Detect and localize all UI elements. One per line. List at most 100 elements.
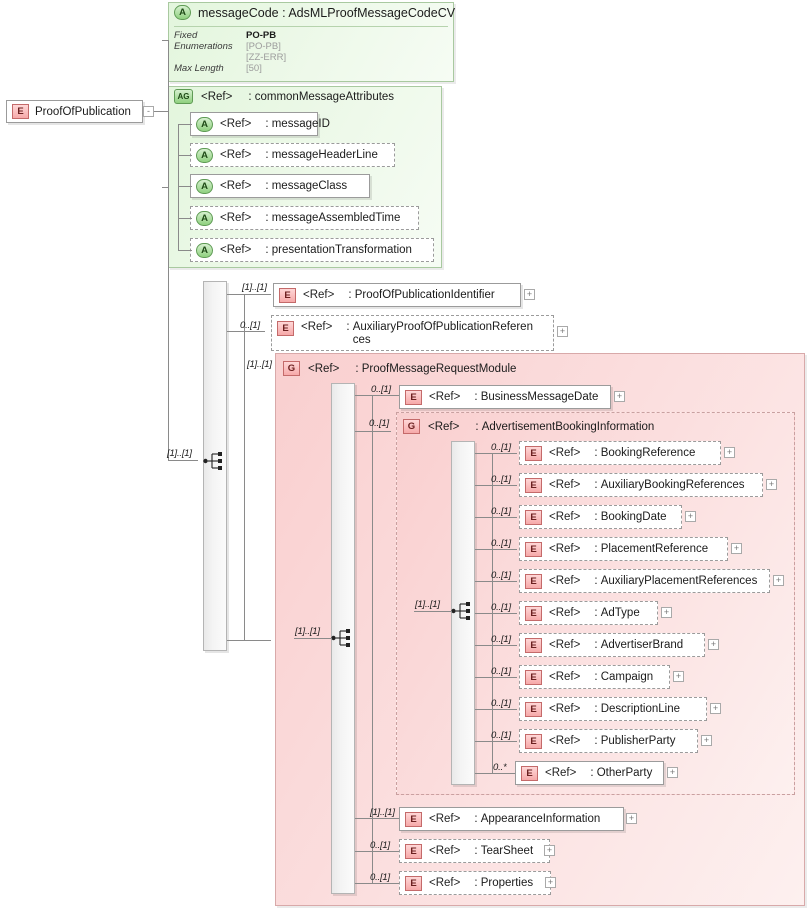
element-icon: E (525, 573, 542, 589)
element-icon: E (405, 389, 422, 405)
messagecode-title: A messageCode : AdsMLProofMessageCodeCV (174, 5, 455, 20)
title-proofmessagerequestmodule[interactable]: G <Ref> : ProofMessageRequestModule (283, 361, 516, 376)
expand-placementreference[interactable]: + (731, 543, 742, 554)
node-colon: : (474, 813, 481, 825)
node-placementreference[interactable]: E <Ref> : PlacementReference (519, 537, 728, 561)
sequence-compositor-level1[interactable] (203, 451, 225, 471)
node-publisherparty[interactable]: E <Ref> : PublisherParty (519, 729, 698, 753)
node-bookingreference[interactable]: E <Ref> : BookingReference (519, 441, 721, 465)
node-proofofpublicationidentifier[interactable]: E <Ref> : ProofOfPublicationIdentifier (273, 283, 521, 307)
node-adtype[interactable]: E <Ref> : AdType (519, 601, 658, 625)
level1-tree-branch (227, 331, 265, 332)
node-auxiliaryplacementreferences[interactable]: E <Ref> : AuxiliaryPlacementReferences (519, 569, 770, 593)
node-ref: <Ref> (549, 511, 581, 523)
node-businessmessagedate[interactable]: E <Ref> : BusinessMessageDate (399, 385, 611, 409)
attribute-group-title: AG <Ref> : commonMessageAttributes (174, 89, 394, 104)
node-colon: : (594, 607, 601, 619)
node-colon: : (355, 362, 362, 375)
level3-tree-branch (475, 773, 517, 774)
node-name: ProofOfPublicationIdentifier (354, 289, 495, 301)
expand-campaign[interactable]: + (673, 671, 684, 682)
cardinality-auxiliaryproofofpublicationreferences: 0..[1] (240, 320, 260, 331)
expand-auxiliarybookingreferences[interactable]: + (766, 479, 777, 490)
expand-auxiliaryproofofpublicationreferences[interactable]: + (557, 326, 568, 337)
node-colon: : (594, 639, 601, 651)
facet-row: Fixed PO-PB (174, 30, 286, 41)
node-colon: : (594, 447, 601, 459)
attribute-group-icon: AG (174, 89, 193, 104)
node-ref: <Ref> (549, 639, 581, 651)
root-node-proofofpublication[interactable]: E ProofOfPublication (6, 100, 143, 123)
cardinality-auxiliaryplacementreferences: 0..[1] (491, 570, 511, 581)
cardinality-proofmessagerequestmodule: [1]..[1] (247, 359, 272, 370)
expand-otherparty[interactable]: + (667, 767, 678, 778)
level3-tree-branch (475, 645, 517, 646)
attribute-group-ref: <Ref> (201, 90, 233, 103)
expand-descriptionline[interactable]: + (710, 703, 721, 714)
element-icon: E (12, 104, 29, 119)
root-branch-to-attrgroup (162, 187, 168, 188)
expand-appearanceinformation[interactable]: + (626, 813, 637, 824)
attrgroup-tree-trunk (178, 124, 179, 250)
sequence-bar-level3[interactable] (451, 441, 475, 785)
element-icon: E (525, 509, 542, 525)
node-descriptionline[interactable]: E <Ref> : DescriptionLine (519, 697, 707, 721)
node-appearanceinformation[interactable]: E <Ref> : AppearanceInformation (399, 807, 624, 831)
node-colon: : (594, 735, 601, 747)
sequence-bar-level1[interactable] (203, 281, 227, 651)
node-colon: : (590, 767, 597, 779)
expand-auxiliaryplacementreferences[interactable]: + (773, 575, 784, 586)
title-advertisementbookinginformation[interactable]: G <Ref> : AdvertisementBookingInformatio… (403, 419, 654, 434)
expand-proofofpublicationidentifier[interactable]: + (524, 289, 535, 300)
sequence-compositor-level3[interactable] (451, 601, 473, 621)
cardinality-root-sequence: [1]..[1] (167, 448, 192, 459)
node-ref: <Ref> (549, 575, 581, 587)
node-colon: : (594, 671, 601, 683)
element-icon: E (525, 669, 542, 685)
group-icon: G (283, 361, 300, 376)
node-name: ProofMessageRequestModule (361, 362, 517, 375)
node-ref: <Ref> (428, 420, 460, 433)
node-name-line2: ces (352, 334, 371, 346)
attribute-node-presentationtransformation[interactable]: A <Ref> : presentationTransformation (190, 238, 434, 262)
expand-advertiserbrand[interactable]: + (708, 639, 719, 650)
level3-tree-branch (475, 453, 517, 454)
node-ref: <Ref> (549, 543, 581, 555)
node-auxiliaryproofofpublicationreferences[interactable]: E <Ref> : AuxiliaryProofOfPublicationRef… (271, 315, 554, 351)
attribute-icon: A (196, 147, 213, 163)
node-tearsheet[interactable]: E <Ref> : TearSheet (399, 839, 550, 863)
element-icon: E (525, 477, 542, 493)
level2-tree-branch (355, 818, 399, 819)
node-properties[interactable]: E <Ref> : Properties (399, 871, 551, 895)
node-name: PlacementReference (600, 543, 709, 555)
node-otherparty[interactable]: E <Ref> : OtherParty (515, 761, 664, 785)
facet-value: PO-PB (246, 30, 277, 41)
node-advertiserbrand[interactable]: E <Ref> : AdvertiserBrand (519, 633, 705, 657)
attribute-node-messageid[interactable]: A <Ref> : messageID (190, 112, 330, 136)
expand-tearsheet[interactable]: + (544, 845, 555, 856)
root-collapse-toggle[interactable]: - (143, 106, 154, 117)
expand-adtype[interactable]: + (661, 607, 672, 618)
expand-bookingdate[interactable]: + (685, 511, 696, 522)
attribute-node-messageclass[interactable]: A <Ref> : messageClass (190, 174, 370, 198)
cardinality-appearanceinformation: [1]..[1] (370, 807, 395, 818)
messagecode-divider (174, 26, 448, 27)
node-auxiliarybookingreferences[interactable]: E <Ref> : AuxiliaryBookingReferences (519, 473, 763, 497)
expand-properties[interactable]: + (545, 877, 556, 888)
expand-businessmessagedate[interactable]: + (614, 391, 625, 402)
node-name: OtherParty (596, 767, 653, 779)
expand-publisherparty[interactable]: + (701, 735, 712, 746)
node-campaign[interactable]: E <Ref> : Campaign (519, 665, 670, 689)
expand-bookingreference[interactable]: + (724, 447, 735, 458)
node-colon: : (265, 244, 272, 256)
level2-tree-branch (355, 431, 391, 432)
cardinality-tearsheet: 0..[1] (370, 840, 390, 851)
sequence-compositor-level2[interactable] (331, 628, 353, 648)
node-ref: <Ref> (308, 362, 340, 375)
attribute-node-messageassembledtime[interactable]: A <Ref> : messageAssembledTime (190, 206, 419, 230)
attribute-group-colon: : (248, 90, 255, 103)
facet-value: [ZZ-ERR] (246, 52, 287, 63)
node-ref: <Ref> (549, 703, 581, 715)
attribute-node-messageheaderline[interactable]: A <Ref> : messageHeaderLine (190, 143, 395, 167)
node-bookingdate[interactable]: E <Ref> : BookingDate (519, 505, 682, 529)
